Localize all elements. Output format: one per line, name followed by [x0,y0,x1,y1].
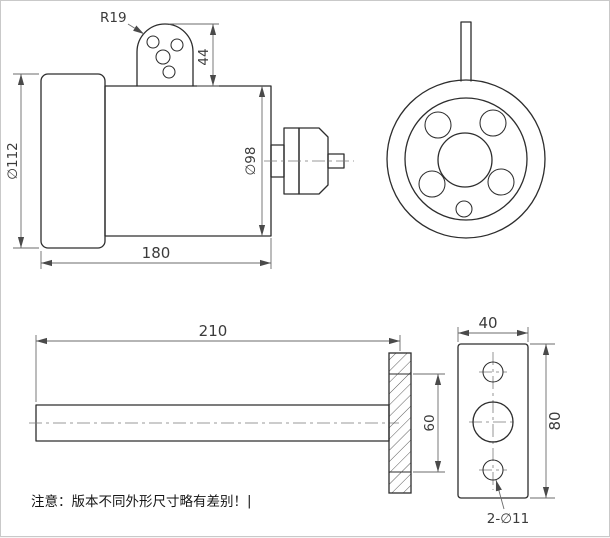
bolt-hole [424,111,452,139]
plate-outline [457,343,529,499]
probe-view: 210 60 [29,322,445,494]
dim-dia98: ∅98 [243,86,266,236]
inner-circle [404,97,528,221]
bracket-outline [136,23,194,87]
dim-text-2d11: 2-∅11 [487,511,529,527]
cap-outline [40,73,106,249]
dim-text-210: 210 [199,322,228,340]
dim-text-180: 180 [142,244,171,262]
dim-text-dia112: ∅112 [5,142,21,180]
plate-hole-top [482,361,504,383]
dim-80: 80 [530,343,564,499]
leader-line [127,23,145,35]
leader-line [495,479,505,510]
bolt-hole [418,170,446,198]
bolt-hole [487,168,515,196]
bracket-stem [460,21,472,82]
bracket-hole [170,38,184,52]
center-hole [437,132,493,188]
dim-text-dia98: ∅98 [243,147,259,176]
dim-180: 180 [40,238,272,269]
plate-view: 40 80 2-∅11 [457,314,564,527]
plate-hole-center [472,401,514,443]
text-cursor: | [247,493,252,509]
bracket-hole [162,65,176,79]
dim-text-60: 60 [422,414,438,431]
dim-40: 40 [457,314,529,342]
dim-60: 60 [413,373,445,473]
dim-210: 210 [35,322,401,402]
dim-dia112: ∅112 [5,73,39,249]
dim-text-40: 40 [478,314,497,332]
outer-circle [386,79,546,239]
bracket-hole [146,35,160,49]
pilot-hole [455,200,473,218]
bolt-hole [479,109,507,137]
dim-r19: R19 [100,10,145,35]
bracket-hole [155,49,171,65]
dim-text-80: 80 [546,411,564,430]
dim-44: 44 [169,23,219,87]
dim-text-r19: R19 [100,10,127,26]
end-view [386,21,546,239]
dim-text-44: 44 [196,48,212,65]
plate-hole-bottom [482,459,504,481]
note-text: 注意：版本不同外形尺寸略有差别！ [31,493,247,510]
flange-section [388,352,412,494]
note: 注意：版本不同外形尺寸略有差别！ | [31,493,252,510]
hole-callout: 2-∅11 [487,479,529,527]
gland-body [298,127,329,195]
cable-gland [264,127,354,195]
side-view: R19 44 ∅112 ∅98 180 [5,10,354,269]
